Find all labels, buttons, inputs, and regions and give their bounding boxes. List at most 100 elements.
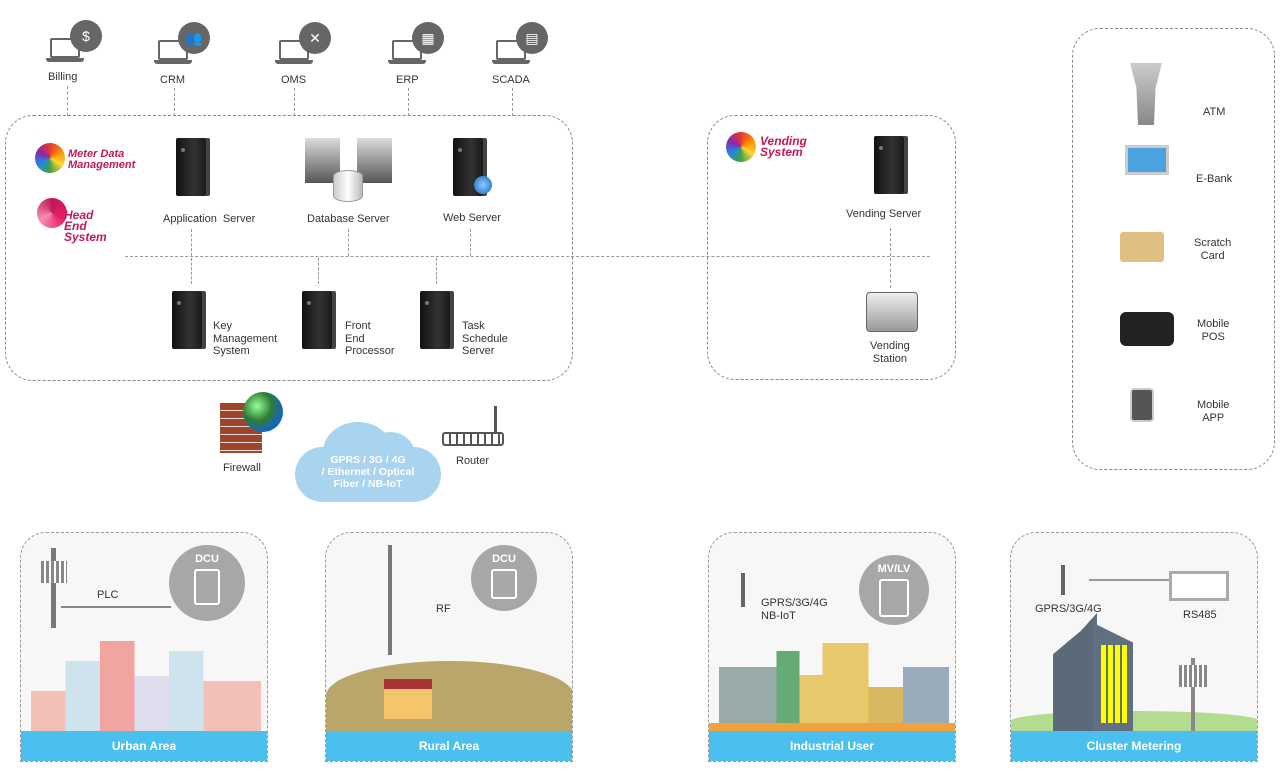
scada-label: SCADA — [492, 74, 530, 86]
utility-pole-icon — [1191, 658, 1195, 733]
application-server-icon — [176, 138, 206, 196]
connector — [512, 88, 513, 116]
crm-label: CRM — [160, 74, 186, 86]
area-title: Rural Area — [326, 731, 572, 761]
factory-illustration — [719, 643, 949, 723]
utility-pole-icon — [51, 548, 56, 628]
application-server-label: Application Server — [163, 213, 256, 225]
hes-logo: Head End System — [64, 208, 107, 244]
key-management-server-icon — [172, 291, 202, 349]
transformer-icon — [1179, 665, 1207, 687]
billing-icon: $ — [70, 20, 102, 52]
erp-icon: ▦ — [412, 22, 444, 54]
channel-ebank-label: E-Bank — [1196, 173, 1233, 185]
computer-icon — [1125, 145, 1169, 175]
oms-tools-icon: ✕ — [299, 22, 331, 54]
oms-laptop: ✕ — [275, 22, 331, 64]
scratch-card-icon — [1120, 232, 1164, 262]
erp-label: ERP — [396, 74, 419, 86]
connector — [318, 258, 319, 284]
router-icon — [442, 432, 504, 446]
connector — [408, 88, 409, 116]
connector — [348, 229, 349, 256]
house-icon — [384, 679, 432, 719]
cloud-text: / Ethernet / Optical — [321, 466, 415, 478]
channel-atm-label: ATM — [1203, 106, 1226, 118]
scada-icon: ▤ — [516, 22, 548, 54]
database-server-label: Database Server — [307, 213, 390, 225]
vending-logo: Vending System — [760, 134, 807, 159]
connector — [436, 258, 437, 284]
database-server-icon — [305, 138, 395, 203]
connector — [174, 88, 175, 116]
connector — [191, 258, 192, 284]
pos-terminal-icon — [1120, 312, 1174, 346]
transformer-icon — [41, 561, 67, 583]
cluster-link-label: GPRS/3G/4G — [1035, 603, 1102, 615]
vending-server-label: Vending Server — [846, 208, 922, 220]
front-end-processor-icon — [302, 291, 332, 349]
mv-lv-meter: MV/LV — [859, 555, 929, 625]
hes-logo-icon — [37, 198, 67, 228]
erp-laptop: ▦ — [388, 22, 444, 64]
router-label: Router — [456, 455, 490, 467]
payment-channels-box — [1072, 28, 1275, 470]
hills-illustration — [326, 661, 572, 731]
area-title: Industrial User — [709, 731, 955, 761]
cloud-text: GPRS / 3G / 4G — [330, 454, 406, 466]
vending-server-icon — [874, 136, 904, 194]
mdm-logo: Meter Data Management — [68, 148, 136, 171]
connector — [890, 258, 891, 288]
area-urban: PLC DCU Urban Area — [20, 532, 268, 762]
main-system-box — [5, 115, 573, 381]
browser-globe-icon — [474, 176, 492, 194]
connector — [294, 88, 295, 116]
vending-logo-icon — [726, 132, 756, 162]
network-bus-line — [125, 256, 930, 257]
area-rural: RF DCU Rural Area — [325, 532, 573, 762]
rf-label: RF — [436, 603, 451, 615]
connector — [890, 228, 891, 256]
scada-laptop: ▤ — [492, 22, 548, 64]
area-cluster: GPRS/3G/4G RS485 Cluster Metering — [1010, 532, 1258, 762]
vending-station-icon — [866, 292, 918, 332]
task-schedule-server-icon — [420, 291, 450, 349]
mdm-logo-icon — [35, 143, 65, 173]
connector — [470, 229, 471, 256]
connector — [67, 86, 68, 116]
web-server-label: Web Server — [443, 212, 501, 224]
oms-label: OMS — [281, 74, 307, 86]
vending-system-box — [707, 115, 956, 380]
antenna-icon — [1061, 565, 1065, 595]
crm-users-icon: 👥 — [178, 22, 210, 54]
cloud-text: Fiber / NB-IoT — [333, 478, 403, 490]
billing-label: Billing — [48, 71, 78, 83]
globe-icon — [243, 392, 283, 432]
city-buildings-illustration — [31, 641, 261, 731]
firewall-label: Firewall — [223, 462, 261, 474]
plc-label: PLC — [97, 589, 119, 601]
mobile-app-icon — [1130, 388, 1154, 422]
area-title: Urban Area — [21, 731, 267, 761]
area-title: Cluster Metering — [1011, 731, 1257, 761]
billing-laptop: $ — [46, 20, 102, 62]
rs485-meter-icon — [1169, 571, 1229, 601]
dcu-device: DCU — [169, 545, 245, 621]
antenna-icon — [741, 573, 745, 607]
connector — [191, 229, 192, 256]
dcu-device: DCU — [471, 545, 537, 611]
network-cloud: GPRS / 3G / 4G / Ethernet / Optical Fibe… — [295, 422, 441, 502]
crm-laptop: 👥 — [154, 22, 210, 64]
rf-tower-icon — [388, 545, 392, 655]
rs485-label: RS485 — [1183, 609, 1217, 621]
router-antenna — [494, 406, 497, 433]
